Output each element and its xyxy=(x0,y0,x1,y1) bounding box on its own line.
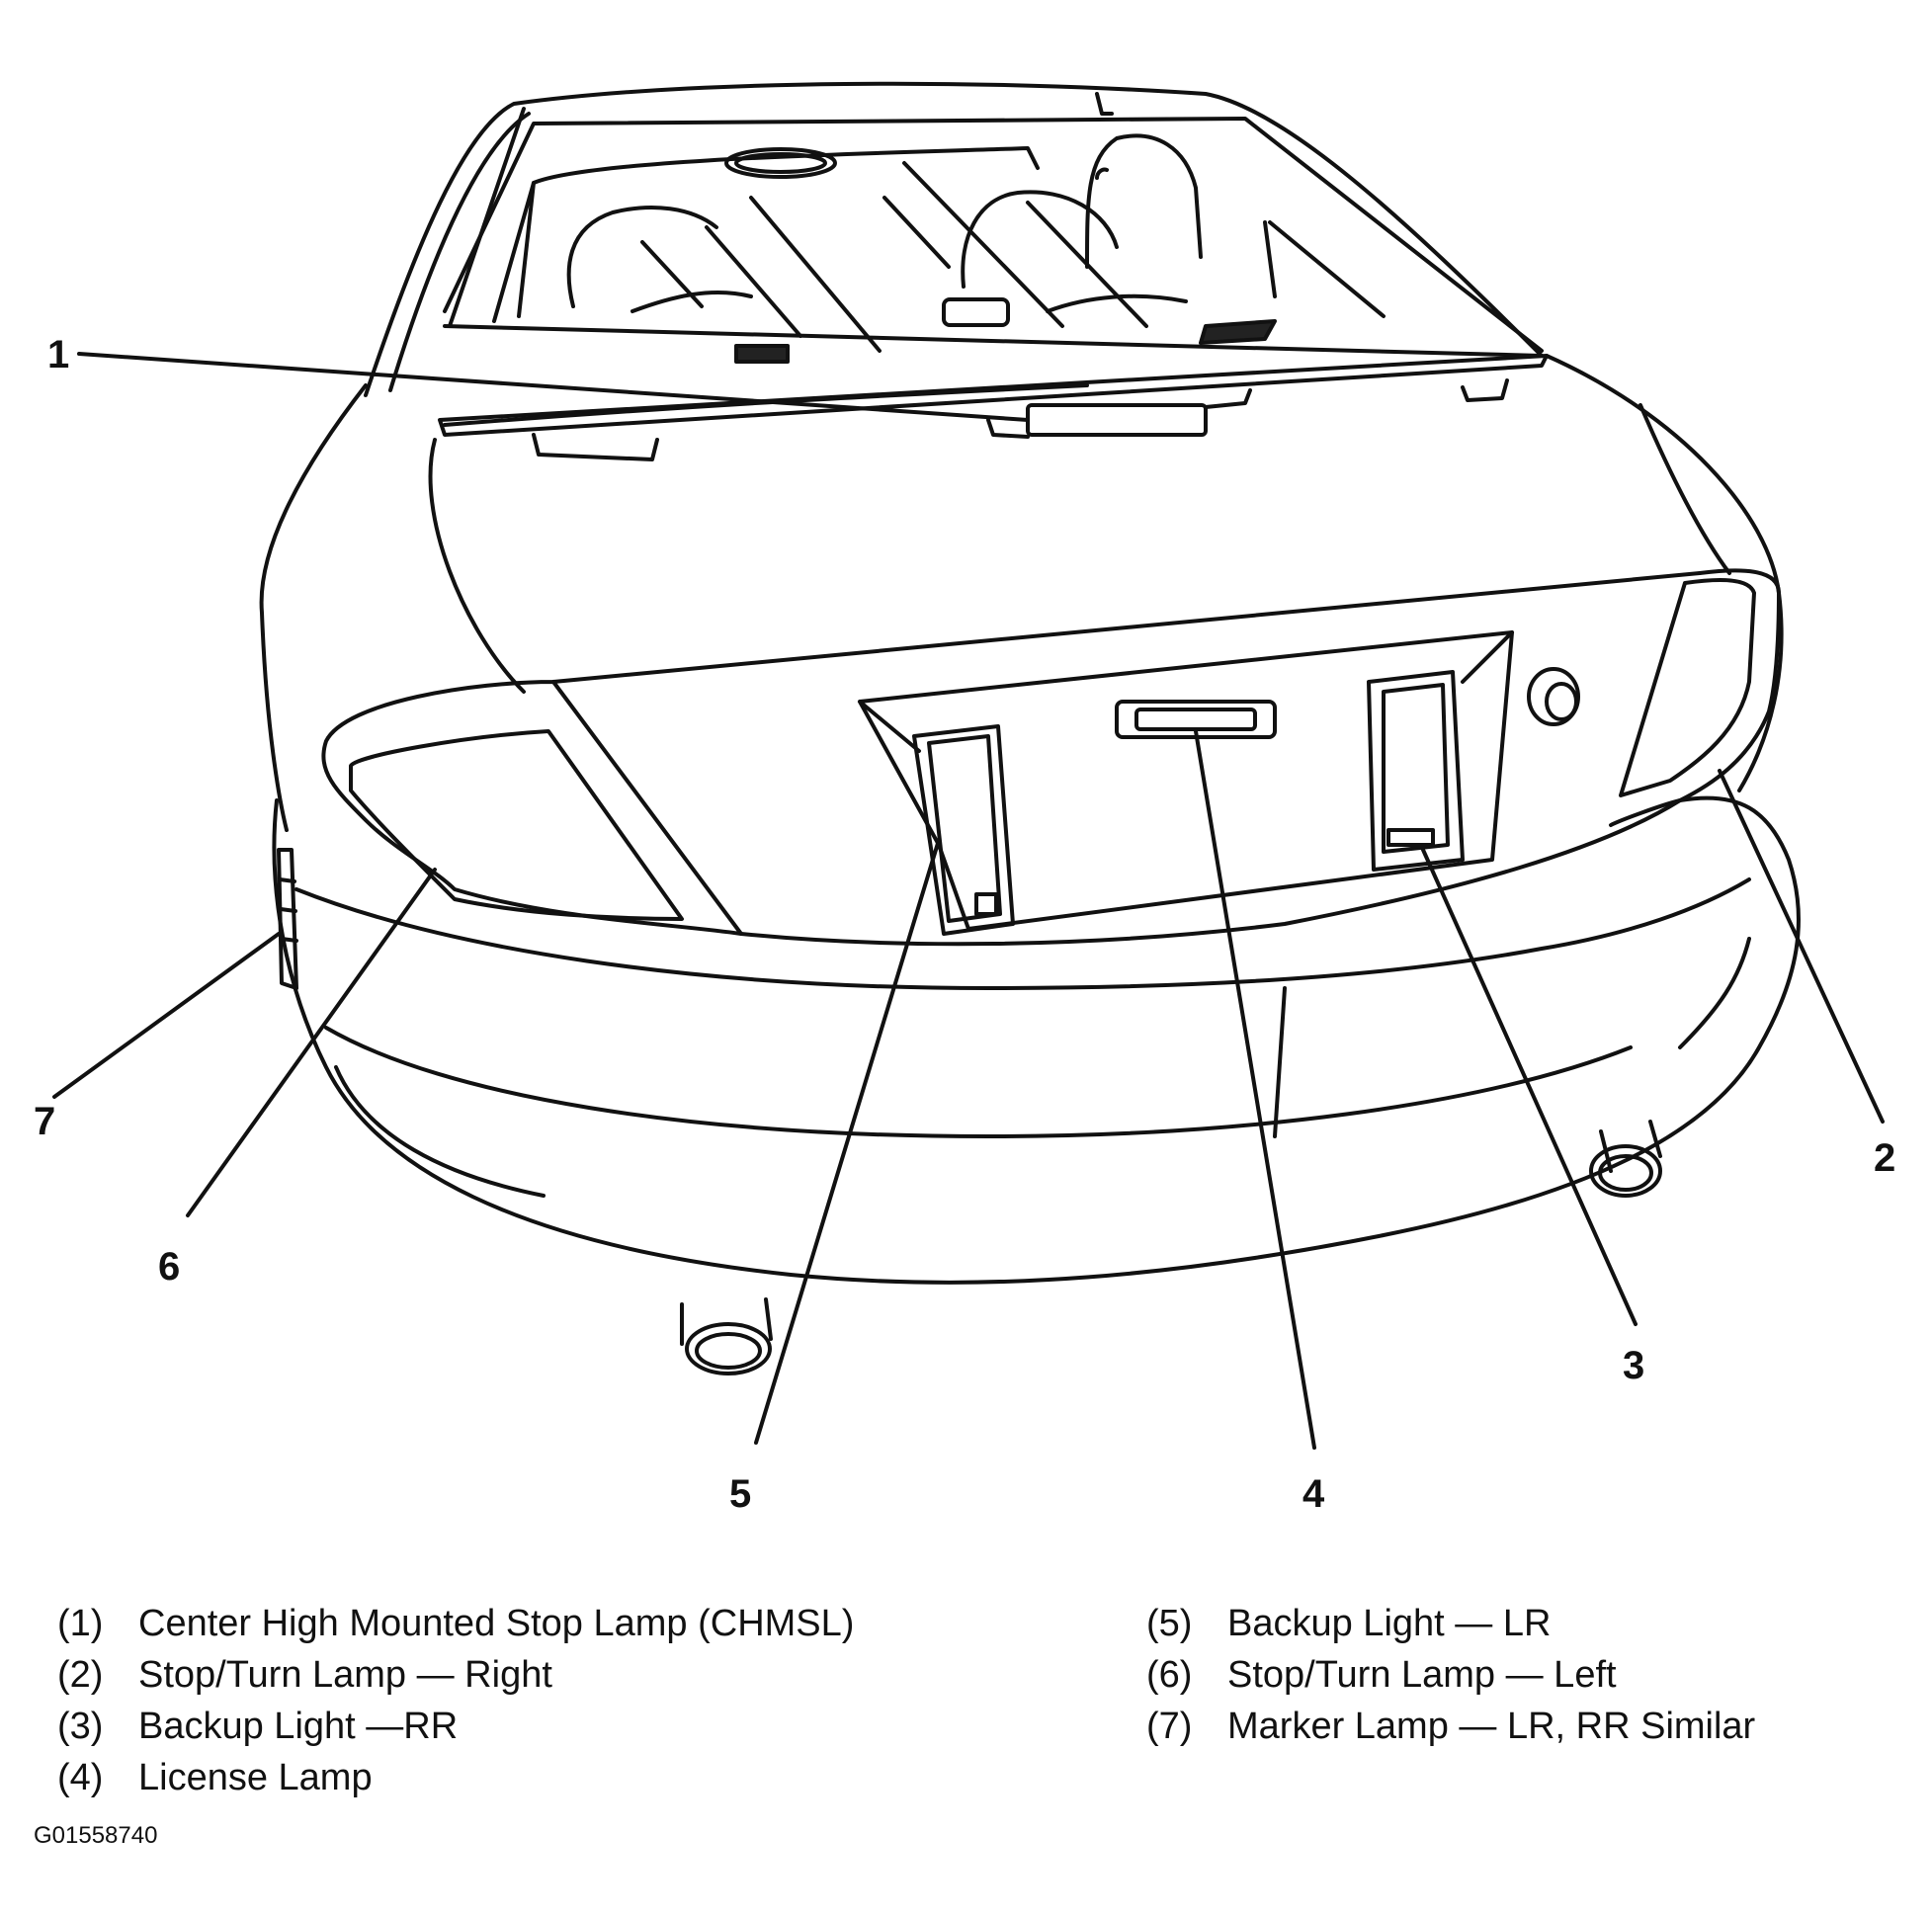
legend-item-2: (2) Stop/Turn Lamp — Right xyxy=(57,1649,854,1701)
legend-code: (2) xyxy=(57,1654,104,1696)
callout-number-1: 1 xyxy=(47,333,69,376)
legend-text: Stop/Turn Lamp — Left xyxy=(1227,1654,1617,1696)
legend-item-5: (5) Backup Light — LR xyxy=(1146,1598,1755,1649)
leader-line-3 xyxy=(1421,848,1638,1326)
legend-code: (3) xyxy=(57,1706,104,1747)
leader-line-5 xyxy=(754,838,941,1445)
callout-number-6: 6 xyxy=(158,1245,180,1289)
legend-text: Backup Light — LR xyxy=(1227,1603,1552,1644)
callout-number-4: 4 xyxy=(1302,1472,1325,1516)
legend-item-6: (6) Stop/Turn Lamp — Left xyxy=(1146,1649,1755,1701)
legend-text: License Lamp xyxy=(138,1757,373,1798)
leader-lines xyxy=(52,352,1885,1450)
legend-right: (5) Backup Light — LR (6) Stop/Turn Lamp —… xyxy=(1146,1598,1755,1752)
roof-outline xyxy=(364,81,1544,397)
leader-line-7 xyxy=(52,932,281,1099)
legend-left: (1) Center High Mounted Stop Lamp (CHMSL)… xyxy=(57,1598,854,1803)
callout-number-7: 7 xyxy=(34,1100,55,1143)
legend-item-7: (7) Marker Lamp — LR, RR Similar xyxy=(1146,1701,1755,1752)
car-body xyxy=(259,354,1784,947)
leader-line-4 xyxy=(1194,729,1316,1450)
legend-item-3: (3) Backup Light —RR xyxy=(57,1701,854,1752)
legend-code: (1) xyxy=(57,1603,104,1644)
figure-id: G01558740 xyxy=(34,1822,158,1849)
leader-line-6 xyxy=(186,868,437,1217)
callout-numbers: 1 2 3 4 5 6 7 xyxy=(34,333,1895,1516)
leader-line-2 xyxy=(1718,769,1885,1124)
leader-line-1 xyxy=(77,352,1030,422)
legend-text: Stop/Turn Lamp — Right xyxy=(138,1654,552,1696)
legend-text: Marker Lamp — LR, RR Similar xyxy=(1227,1706,1756,1747)
legend-code: (7) xyxy=(1146,1706,1193,1747)
callout-number-2: 2 xyxy=(1874,1136,1895,1180)
rear-bumper xyxy=(272,795,1801,1375)
legend-text: Backup Light —RR xyxy=(138,1706,459,1747)
legend-code: (4) xyxy=(57,1757,104,1798)
legend-code: (5) xyxy=(1146,1603,1193,1644)
legend-text: Center High Mounted Stop Lamp (CHMSL) xyxy=(138,1603,855,1644)
legend-item-4: (4) License Lamp xyxy=(57,1752,854,1803)
callout-number-3: 3 xyxy=(1623,1344,1644,1387)
legend-code: (6) xyxy=(1146,1654,1193,1696)
legend-item-1: (1) Center High Mounted Stop Lamp (CHMSL) xyxy=(57,1598,854,1649)
rear-spoiler xyxy=(438,354,1549,461)
callout-number-5: 5 xyxy=(729,1472,751,1516)
rear-window-interior xyxy=(492,92,1386,364)
